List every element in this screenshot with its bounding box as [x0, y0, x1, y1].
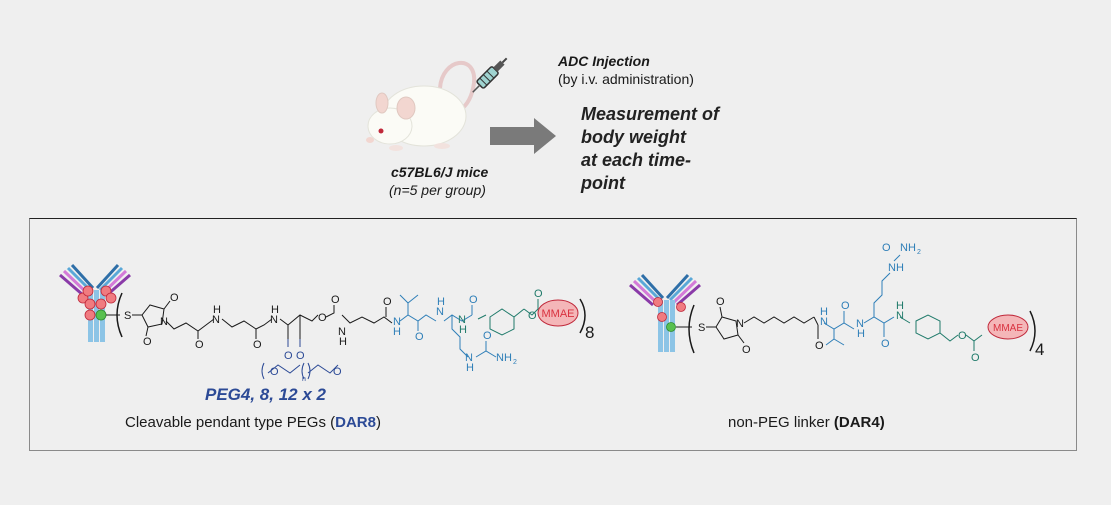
injection-route: (by i.v. administration): [558, 71, 694, 87]
atom-h: H: [896, 300, 904, 312]
dar-multiplier: 8: [585, 323, 594, 342]
measurement-line: point: [581, 173, 625, 193]
caption-peg-dar8: Cleavable pendant type PEGs (DAR8): [125, 414, 381, 431]
measurement-line: at each time-: [581, 150, 692, 170]
atom-n: N: [270, 314, 278, 326]
atom-o: O: [483, 330, 492, 342]
construct-nonpeg-dar4: S O O N O H N O N H O NH O NH: [620, 235, 1060, 375]
atom-o: O: [333, 366, 342, 378]
atom-n: N: [212, 314, 220, 326]
atom-n: N: [896, 310, 904, 322]
atom-h: H: [213, 304, 221, 316]
atom-o: O: [815, 340, 824, 352]
atom-o: O: [331, 294, 340, 306]
atom-n: N: [736, 318, 744, 330]
atom-o: O: [253, 339, 262, 351]
measurement-line: body weight: [581, 127, 686, 147]
injection-title: ADC Injection: [558, 53, 650, 69]
atom-o: O: [383, 296, 392, 308]
payload-mmae: [987, 314, 1029, 340]
mouse-illustration: [362, 48, 482, 158]
atom-o: O: [469, 294, 478, 306]
atom-o: O: [296, 350, 305, 362]
atom-o: O: [971, 352, 980, 364]
atom-h: H: [339, 336, 347, 348]
atom-n: N: [160, 316, 168, 328]
atom-o: O: [958, 330, 967, 342]
atom-h: H: [271, 304, 279, 316]
caption-nonpeg-dar4: non-PEG linker (DAR4): [728, 414, 885, 431]
payload-mmae: [537, 299, 579, 327]
measurement-text: Measurement of body weight at each time-…: [581, 103, 719, 195]
atom-o: O: [284, 350, 293, 362]
peg-length-label: PEG4, 8, 12 x 2: [205, 385, 326, 404]
atom-n: N: [465, 352, 473, 364]
caption-text: non-PEG linker: [728, 414, 834, 431]
antibody-icon: [629, 273, 701, 352]
atom-n: N: [338, 326, 346, 338]
atom-o: O: [881, 338, 890, 350]
atom-o: O: [318, 312, 327, 324]
atom-o: O: [415, 331, 424, 343]
atom-nh2: NH: [496, 352, 512, 364]
peg-dar8-structure: S O O N O N H O N H O O N H O: [59, 263, 594, 383]
atom-h: H: [466, 362, 474, 374]
adc-structures-panel: [29, 218, 1077, 451]
mouse-icon: [366, 61, 477, 151]
subscript-2: 2: [917, 249, 921, 256]
atom-o: O: [742, 344, 751, 356]
atom-o: O: [882, 242, 891, 254]
atom-o: O: [195, 339, 204, 351]
process-arrow: [490, 118, 556, 154]
mouse-strain-label: c57BL6/J mice: [391, 164, 489, 180]
atom-o: O: [528, 310, 537, 322]
atom-s: S: [124, 310, 131, 322]
atom-nh: NH: [888, 262, 904, 274]
atom-h: H: [437, 296, 445, 308]
atom-h: H: [857, 328, 865, 340]
syringe-illustration: [464, 52, 514, 100]
subscript-n: n: [302, 376, 306, 383]
antibody-icon: [59, 263, 131, 342]
dar-value: DAR8: [335, 414, 376, 431]
dar-value: (DAR4): [833, 414, 885, 431]
atom-h: H: [459, 324, 467, 336]
payload-label: MMAE: [542, 308, 575, 320]
atom-o: O: [534, 288, 543, 300]
atom-n: N: [436, 306, 444, 318]
bracket-close: [579, 298, 586, 334]
group-size-label: (n=5 per group): [389, 182, 486, 198]
atom-n: N: [458, 314, 466, 326]
atom-o: O: [716, 296, 725, 308]
atom-h: H: [393, 326, 401, 338]
measurement-line: Measurement of: [581, 104, 720, 124]
bracket-open: [688, 304, 695, 354]
atom-n: N: [393, 316, 401, 328]
right-arrow-icon: [490, 118, 556, 154]
atom-n: N: [820, 316, 828, 328]
caption-close: ): [375, 414, 381, 431]
subscript-2: 2: [513, 359, 517, 366]
atom-o: O: [170, 292, 179, 304]
payload-label: MMAE: [993, 323, 1023, 334]
atom-o: O: [270, 366, 279, 378]
atom-nh2: NH: [900, 242, 916, 254]
construct-peg-dar8: S O O N O N H O N H O O N H O: [50, 235, 610, 395]
syringe-icon: [472, 57, 508, 93]
atom-s: S: [698, 322, 705, 334]
dar-multiplier: 4: [1035, 340, 1044, 359]
atom-o: O: [841, 300, 850, 312]
bracket-close: [1029, 310, 1036, 352]
atom-o: O: [143, 336, 152, 348]
atom-n: N: [856, 318, 864, 330]
caption-text: Cleavable pendant type PEGs (: [125, 414, 336, 431]
bracket-open: [116, 292, 123, 338]
atom-h: H: [820, 306, 828, 318]
nonpeg-dar4-structure: S O O N O H N O N H O NH O NH: [629, 242, 1044, 364]
